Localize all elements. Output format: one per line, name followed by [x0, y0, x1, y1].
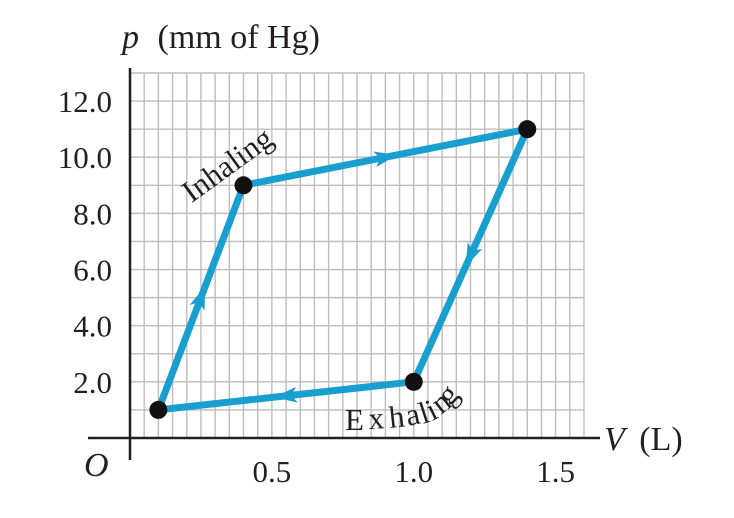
y-tick-label: 12.0	[58, 84, 112, 119]
x-axis-unit: (L)	[639, 421, 682, 458]
cycle-point	[149, 400, 168, 419]
y-axis-label: p (mm of Hg)	[120, 19, 320, 56]
cycle-point	[404, 372, 423, 391]
cycle-point	[234, 176, 253, 195]
x-tick-label: 1.5	[536, 454, 575, 489]
x-tick-label: 0.5	[253, 454, 292, 489]
direction-arrow	[189, 286, 206, 311]
grid	[130, 72, 585, 438]
direction-arrow	[373, 151, 398, 168]
y-axis-var: p	[120, 19, 139, 56]
y-tick-label: 2.0	[73, 365, 112, 400]
inhaling-label: Inhaling	[175, 120, 279, 209]
origin-label: O	[84, 447, 109, 484]
direction-arrow	[274, 386, 298, 403]
axes	[88, 68, 600, 460]
x-tick-label: 1.0	[394, 454, 433, 489]
exhaling-label-char: x	[368, 400, 386, 436]
x-axis-var: V	[604, 421, 629, 458]
x-tick-labels: 0.5 1.0 1.5	[253, 454, 576, 489]
y-axis-unit: (mm of Hg)	[158, 19, 320, 56]
axis-labels: p (mm of Hg) V (L) O	[84, 19, 683, 484]
exhaling-label-char: E	[345, 402, 364, 437]
cycle-points	[149, 120, 537, 419]
y-tick-label: 6.0	[73, 253, 112, 288]
y-tick-label: 10.0	[58, 140, 112, 175]
y-tick-label: 4.0	[73, 309, 112, 344]
x-axis-label: V (L)	[604, 421, 683, 458]
direction-arrow	[465, 242, 483, 267]
exhaling-label-char: h	[387, 398, 407, 434]
y-tick-label: 8.0	[73, 196, 112, 231]
cycle-point	[518, 120, 537, 139]
y-tick-labels: 2.0 4.0 6.0 8.0 10.0 12.0	[58, 84, 112, 400]
